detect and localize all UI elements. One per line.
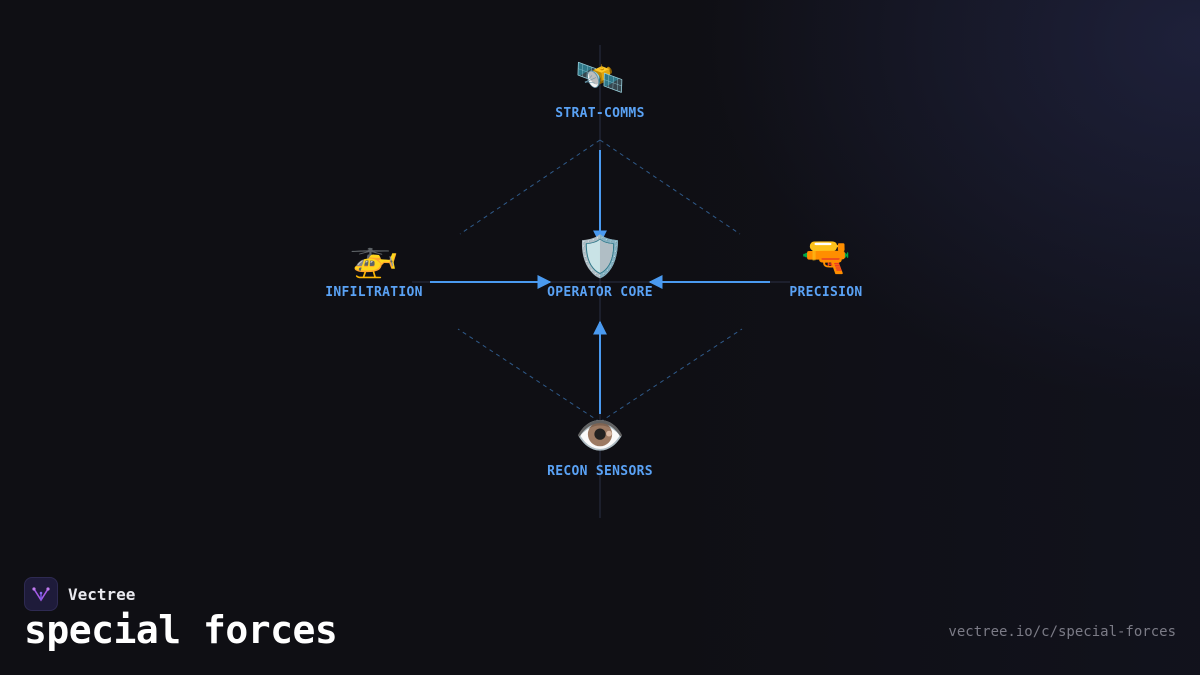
shield-icon: 🛡️ — [575, 234, 625, 280]
page-title: special forces — [24, 608, 338, 652]
node-label: INFILTRATION — [325, 285, 423, 300]
dashed-link-bottom-left — [457, 328, 601, 423]
node-strat-comms[interactable]: 🛰️ STRAT-COMMS — [500, 54, 700, 121]
node-infiltration[interactable]: 🚁 INFILTRATION — [274, 233, 474, 300]
water-pistol-icon: 🔫 — [801, 234, 851, 280]
node-precision[interactable]: 🔫 PRECISION — [726, 233, 926, 300]
node-operator-core[interactable]: 🛡️ OPERATOR CORE — [500, 233, 700, 300]
node-label: STRAT-COMMS — [555, 106, 645, 121]
page-url[interactable]: vectree.io/c/special-forces — [948, 624, 1176, 640]
node-recon-sensors[interactable]: 👁️ RECON SENSORS — [500, 412, 700, 479]
node-label: OPERATOR CORE — [547, 285, 653, 300]
node-label: PRECISION — [789, 285, 863, 300]
brand: Vectree — [24, 577, 135, 611]
dashed-link-top-right — [599, 139, 741, 235]
helicopter-icon: 🚁 — [349, 234, 399, 280]
vectree-logo-icon — [24, 577, 58, 611]
dashed-link-top-left — [459, 139, 601, 235]
brand-name: Vectree — [68, 584, 136, 604]
node-label: RECON SENSORS — [547, 464, 653, 479]
dashed-link-bottom-right — [599, 328, 743, 423]
eye-icon: 👁️ — [575, 413, 625, 459]
satellite-icon: 🛰️ — [575, 55, 625, 101]
